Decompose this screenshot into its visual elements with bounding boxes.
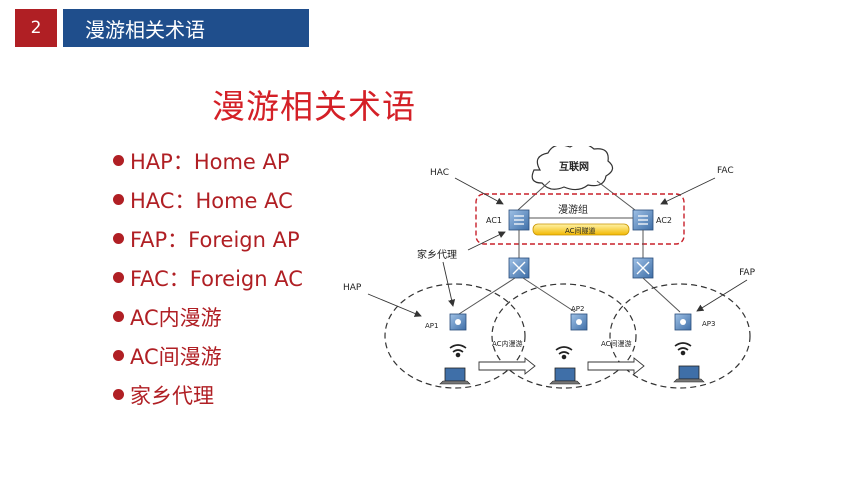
- roam-group-label: 漫游组: [558, 203, 588, 216]
- ap3-label: AP3: [702, 320, 715, 328]
- ac1-controller-icon: [508, 209, 530, 231]
- pointer-arrow: [467, 231, 506, 251]
- fac-label: FAC: [717, 166, 734, 176]
- section-title: 漫游相关术语: [85, 17, 205, 42]
- internet-cloud-icon: [531, 146, 614, 191]
- bullet-icon: [113, 311, 124, 322]
- term-label: FAC：Foreign AC: [130, 266, 303, 291]
- pointer-arrow: [367, 293, 422, 317]
- link-line: [642, 277, 681, 313]
- coverage-area: [491, 283, 637, 389]
- bullet-icon: [113, 350, 124, 361]
- link-line: [517, 180, 551, 211]
- access-point-icon: [449, 313, 467, 331]
- wifi-signal-icon: [555, 346, 573, 360]
- list-item: FAC：Foreign AC: [113, 258, 303, 297]
- pointer-arrow: [660, 177, 716, 205]
- tunnel-label: AC间隧道: [565, 226, 596, 235]
- bullet-icon: [113, 155, 124, 166]
- term-label: 家乡代理: [130, 383, 214, 408]
- laptop-icon: [549, 367, 581, 385]
- coverage-area: [384, 283, 526, 389]
- switch-icon: [508, 257, 530, 279]
- fap-label: FAP: [739, 268, 756, 278]
- coverage-area: [609, 283, 751, 389]
- tunnel-bar: [532, 223, 630, 236]
- ac2-controller-icon: [632, 209, 654, 231]
- bullet-icon: [113, 233, 124, 244]
- wifi-signal-icon: [449, 344, 467, 358]
- list-item: FAP：Foreign AP: [113, 219, 303, 258]
- link-line: [596, 180, 636, 211]
- hap-label: HAP: [343, 283, 362, 293]
- term-list: HAP：Home AP HAC：Home AC FAP：Foreign AP F…: [113, 141, 303, 414]
- term-label: HAC：Home AC: [130, 188, 293, 213]
- hac-label: HAC: [430, 168, 449, 178]
- pointer-arrow: [454, 177, 504, 205]
- section-header: 漫游相关术语: [63, 9, 309, 47]
- intra-ac-roam-label: AC内漫游: [492, 339, 523, 348]
- term-label: AC内漫游: [130, 305, 222, 330]
- slide-number: 2: [15, 9, 57, 47]
- laptop-icon: [439, 367, 471, 385]
- list-item: HAC：Home AC: [113, 180, 303, 219]
- home-agent-label: 家乡代理: [417, 248, 457, 261]
- page-title: 漫游相关术语: [212, 87, 416, 126]
- roam-group-box: [475, 193, 685, 245]
- link-line: [522, 277, 576, 313]
- access-point-icon: [674, 313, 692, 331]
- switch-icon: [632, 257, 654, 279]
- list-item: HAP：Home AP: [113, 141, 303, 180]
- access-point-icon: [570, 313, 588, 331]
- term-label: FAP：Foreign AP: [130, 227, 300, 252]
- term-label: AC间漫游: [130, 344, 222, 369]
- list-item: AC间漫游: [113, 336, 303, 375]
- pointer-arrow: [696, 279, 748, 312]
- term-label: HAP：Home AP: [130, 149, 290, 174]
- bullet-icon: [113, 272, 124, 283]
- laptop-icon: [673, 365, 705, 383]
- ap1-label: AP1: [425, 322, 438, 330]
- roam-arrow-icon: [587, 357, 645, 375]
- roam-arrow-icon: [478, 357, 536, 375]
- roaming-network-diagram: 互联网 漫游组 AC1 AC2 AC间隧道 HAC FAC 家乡代理: [343, 146, 756, 389]
- wifi-signal-icon: [674, 342, 692, 356]
- ap2-label: AP2: [571, 305, 584, 313]
- list-item: 家乡代理: [113, 375, 303, 414]
- internet-label: 互联网: [559, 160, 589, 173]
- bullet-icon: [113, 389, 124, 400]
- link-line: [458, 277, 516, 315]
- inter-ac-roam-label: AC间漫游: [601, 339, 632, 348]
- list-item: AC内漫游: [113, 297, 303, 336]
- ac2-label: AC2: [656, 216, 672, 225]
- ac1-label: AC1: [486, 216, 502, 225]
- bullet-icon: [113, 194, 124, 205]
